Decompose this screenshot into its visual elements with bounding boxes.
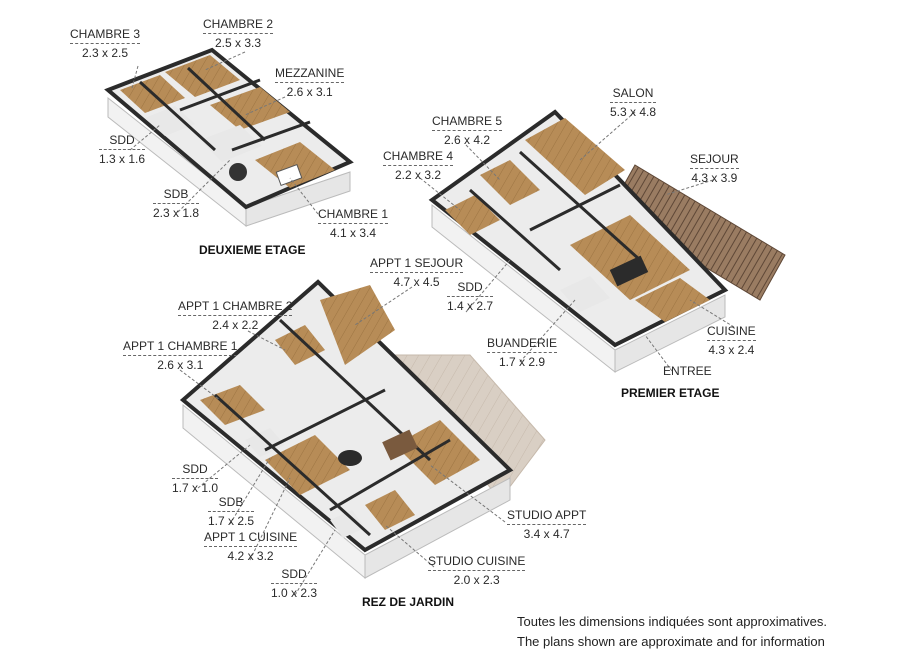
floor-title-rez-de-jardin: REZ DE JARDIN bbox=[362, 595, 455, 609]
room-sdb-floor bbox=[200, 125, 262, 162]
floor-title-deuxieme-etage: DEUXIEME ETAGE bbox=[199, 243, 306, 257]
room-sejour-floor bbox=[570, 215, 690, 300]
room-appt-1-sejour-floor bbox=[320, 285, 395, 365]
leader-lines bbox=[129, 51, 735, 596]
floor-0-base bbox=[179, 279, 514, 553]
room-cuisine-floor bbox=[635, 278, 710, 322]
room-buanderie-floor bbox=[560, 276, 610, 312]
floor-premier-etage bbox=[428, 109, 786, 374]
room-label-entree: ENTREE bbox=[663, 364, 712, 378]
room-sdd-floor bbox=[145, 106, 195, 136]
disclaimer: Toutes les dimensions indiquées sont app… bbox=[517, 612, 827, 652]
floor-1-side-right bbox=[614, 294, 726, 373]
floor-2-side-right bbox=[245, 171, 351, 227]
room-appt-1-chambre-2-floor bbox=[275, 325, 325, 365]
room-mezzanine-floor bbox=[210, 87, 290, 130]
room-studio-cuisine-floor bbox=[365, 490, 415, 530]
floor-title-premier-etage: PREMIER ETAGE bbox=[621, 386, 720, 400]
disclaimer-fr: Toutes les dimensions indiquées sont app… bbox=[517, 614, 828, 629]
floor-rez-de-jardin bbox=[179, 279, 546, 580]
room-studio-appt-floor bbox=[395, 420, 480, 485]
room-chambre-5-floor bbox=[480, 160, 540, 205]
room-salon-floor bbox=[525, 118, 625, 195]
disclaimer-en: The plans shown are approximate and for … bbox=[517, 634, 825, 649]
room-appt-1-cuisine-floor bbox=[265, 435, 350, 495]
floor-deuxieme-etage bbox=[104, 47, 354, 228]
room-sdd-floor-rdj bbox=[330, 510, 365, 538]
room-chambre-4-floor bbox=[445, 195, 500, 235]
room-chambre-2-floor bbox=[165, 55, 240, 97]
floor-0-side-right bbox=[364, 477, 511, 579]
